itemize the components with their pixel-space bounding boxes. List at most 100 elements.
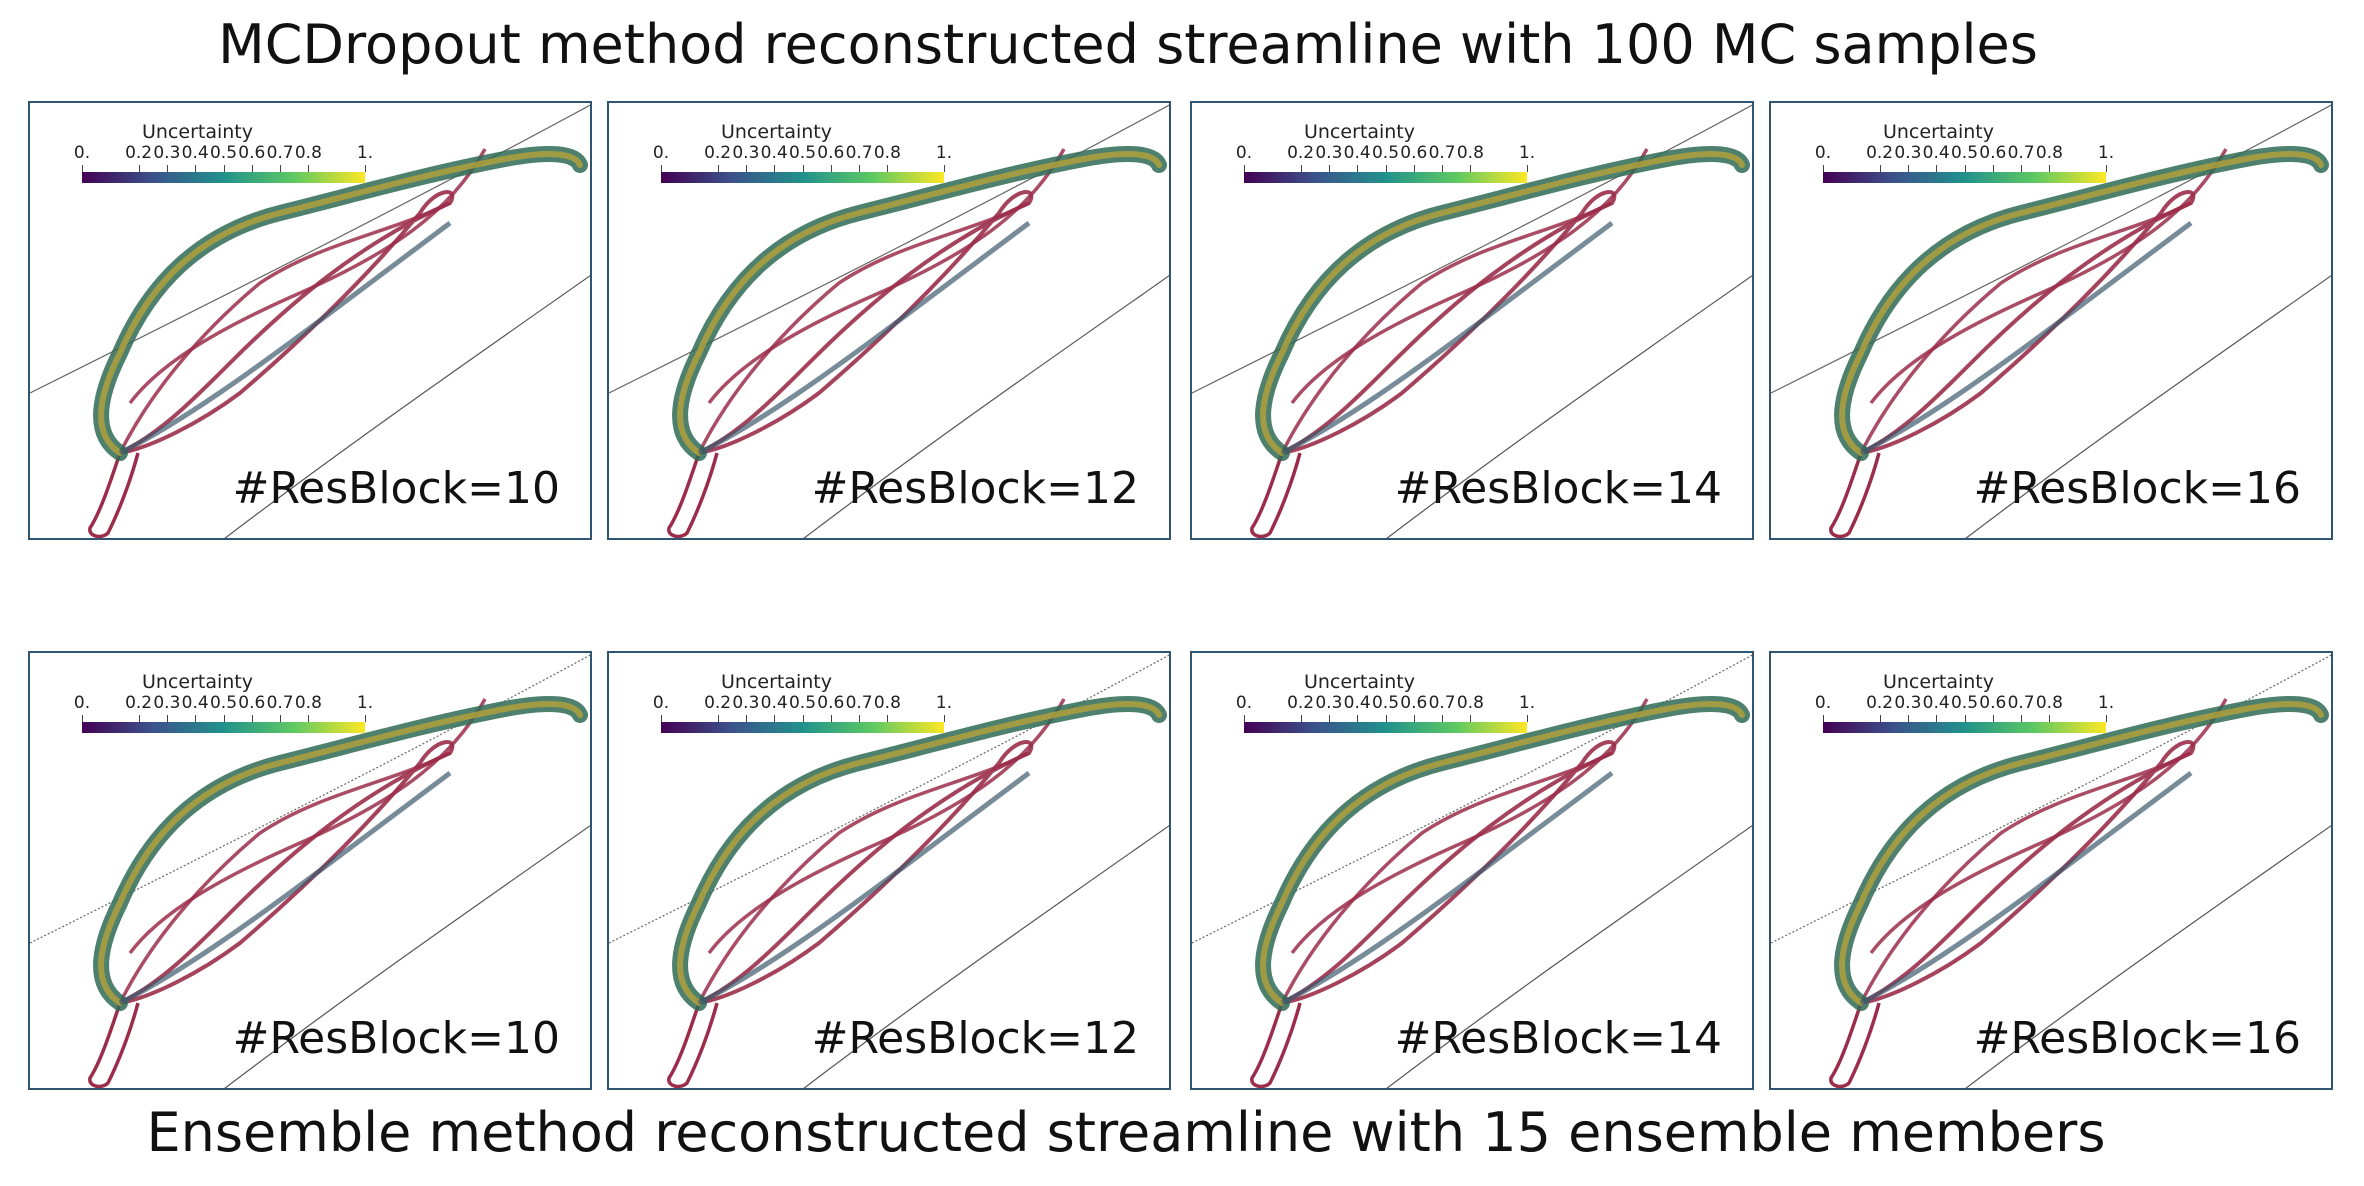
streamline-render [1771,104,2331,538]
colorbar-tick [2106,165,2107,172]
reference-cross [1290,148,1649,405]
colorbar-tick [138,715,140,722]
colorbar-title: Uncertainty [720,671,832,693]
colorbar-tick [1357,715,1359,722]
colorbar-tick-label: 0.6 [1400,693,1428,713]
colorbar-tick-label: 0.2 [125,143,153,163]
colorbar-tick-label: 0.8 [873,143,901,163]
colorbar-tick [802,165,804,172]
colorbar-tick-label: 0.6 [1979,143,2007,163]
colorbar-tick-label: 0. [652,693,670,713]
colorbar-tick [1823,165,1824,172]
colorbar-tick-label: 0.5 [209,693,238,713]
streamline-render [609,104,1169,538]
colorbar-tick-label: 0. [1814,143,1832,163]
colorbar-tick [1907,715,1909,722]
colorbar-title: Uncertainty [1882,671,1994,693]
colorbar-tick [2021,165,2023,172]
colorbar-tick [887,715,889,722]
mean-inner-branch [697,221,1031,456]
domain-line [803,275,1169,538]
colorbar-tick-label: 1. [356,693,374,713]
domain-line [1965,275,2331,538]
mean-inner-branch [118,771,452,1006]
colorbar-tick [830,165,832,172]
colorbar-tick [166,715,168,722]
colorbar-tick-label: 0.5 [1950,693,1979,713]
colorbar-tick [1992,165,1994,172]
domain-line [609,654,1169,944]
reference-tail [88,1002,140,1088]
colorbar-tick-label: 0.2 [1287,693,1315,713]
mean-inner-branch [1280,221,1614,456]
colorbar-tick-label: 0.7 [266,143,294,163]
uncertainty-core [677,701,1162,1006]
colorbar-tick [82,715,83,722]
colorbar-title: Uncertainty [1882,121,1994,143]
streamline-render [30,104,590,538]
reference-cross [128,148,487,405]
colorbar-tick-label: 0.4 [181,143,209,163]
colorbar-tick-label: 0.8 [294,693,322,713]
colorbar-tick-label: 0.8 [1456,693,1484,713]
colorbar-tick [223,715,225,722]
colorbar-tick [195,165,197,172]
reference-branch [697,201,1030,454]
uncertainty-colorbar [82,172,365,183]
resblock-label: #ResBlock=16 [1973,1013,2301,1064]
colorbar-tick-label: 0.4 [1922,693,1950,713]
colorbar-tick [1964,165,1966,172]
colorbar-tick-label: 0.3 [1315,143,1343,163]
colorbar-tick [138,165,140,172]
colorbar-tick [944,165,945,172]
reference-tail [1250,1002,1302,1088]
colorbar-tick [280,165,282,172]
colorbar-tick-label: 0. [73,143,91,163]
colorbar-tick [1879,715,1881,722]
colorbar-tick [1385,165,1387,172]
colorbar-tick [1300,715,1302,722]
colorbar-tick [1936,165,1938,172]
streamline-render [609,654,1169,1088]
reference-tail [1829,1002,1881,1088]
domain-line [1771,654,2331,944]
reference-branch [118,201,451,454]
domain-line [609,104,1169,394]
uncertainty-colorbar [1823,722,2106,733]
colorbar-tick [1470,715,1472,722]
colorbar-tick-label: 0.8 [294,143,322,163]
reference-loop [1860,740,2196,1005]
streamline-render [1771,654,2331,1088]
domain-line [1386,825,1752,1088]
colorbar-title: Uncertainty [720,121,832,143]
colorbar-tick-label: 0.7 [845,693,873,713]
domain-line [803,825,1169,1088]
reference-cross [707,698,1066,955]
uncertainty-colorbar [1823,172,2106,183]
reference-branch [697,751,1030,1004]
reference-branch [118,751,451,1004]
colorbar-tick [1823,715,1824,722]
colorbar-tick [1442,165,1444,172]
colorbar-tick [802,715,804,722]
domain-line [1386,275,1752,538]
colorbar-tick-label: 0.5 [1371,693,1400,713]
domain-line [1965,825,2331,1088]
colorbar-tick-label: 0.2 [1866,143,1894,163]
colorbar-tick [859,165,861,172]
colorbar-tick-label: 0.8 [2035,143,2063,163]
reference-branch [1280,751,1613,1004]
colorbar-tick-label: 0.5 [1950,143,1979,163]
colorbar-tick-label: 0.7 [2007,143,2035,163]
colorbar-tick-label: 0.5 [1371,143,1400,163]
uncertainty-core [1260,151,1745,456]
colorbar-tick-label: 0.2 [704,143,732,163]
streamline-render [1192,104,1752,538]
colorbar-tick-label: 0.6 [1979,693,2007,713]
